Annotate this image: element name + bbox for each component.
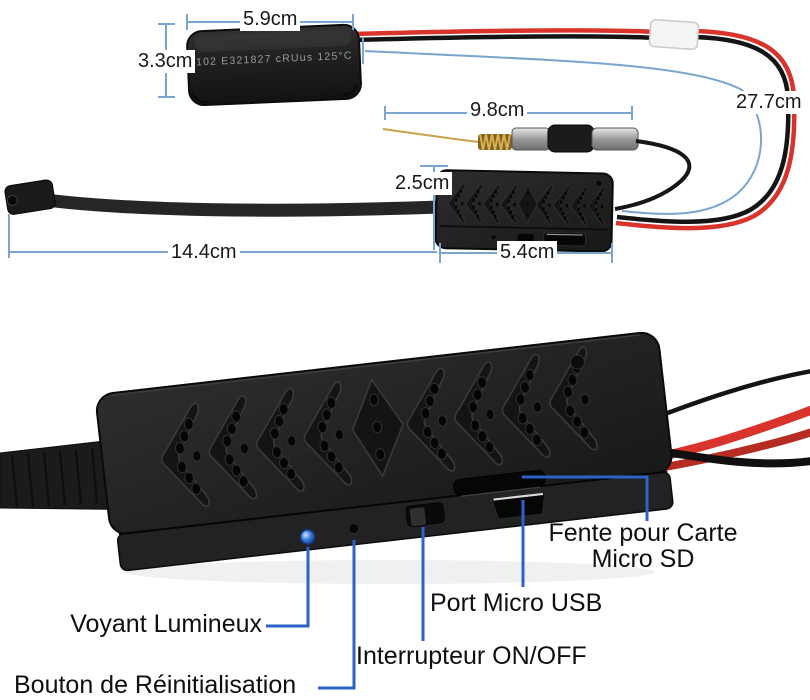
dim-antenna-length-label: 9.8cm [467, 99, 528, 122]
dim-module-thickness-label: 2.5cm [392, 172, 453, 195]
dim-cable-length-label: 27.7cm [733, 91, 805, 114]
sd-slot-label: Fente pour Carte Micro SD [543, 520, 743, 572]
callout-line-sd [522, 475, 649, 521]
reset-pinhole [348, 523, 360, 535]
sd-slot-label-line1: Fente pour Carte [548, 519, 738, 547]
usb-port-label: Port Micro USB [430, 589, 603, 617]
camera-lens [6, 194, 18, 206]
dim-battery-width-label: 5.9cm [240, 8, 301, 31]
callout-line-led [266, 547, 310, 628]
camera-ribbon-cable [4, 179, 441, 217]
micro-usb-port [490, 491, 546, 520]
led-indicator [299, 529, 316, 545]
wire-connector [648, 18, 700, 51]
wifi-antenna [382, 124, 692, 211]
sd-slot-label-line2: Micro SD [591, 545, 695, 573]
callout-lines [266, 475, 649, 690]
screw-hole [569, 354, 585, 370]
power-switch-label: Interrupteur ON/OFF [356, 642, 587, 670]
battery-wires [351, 28, 656, 43]
dim-ribbon-length-label: 14.4cm [168, 241, 240, 264]
battery [186, 23, 362, 107]
main-module [95, 331, 674, 572]
led-label: Voyant Lumineux [70, 610, 262, 638]
callout-line-reset [318, 540, 356, 690]
reset-button-label: Bouton de Réinitialisation [14, 671, 297, 699]
on-off-switch [405, 502, 445, 528]
dim-battery-height-label: 3.3cm [135, 50, 196, 73]
dvr-module-top [434, 169, 614, 253]
power-cable-loop [615, 28, 797, 231]
dim-module-width-label: 5.4cm [497, 241, 558, 264]
